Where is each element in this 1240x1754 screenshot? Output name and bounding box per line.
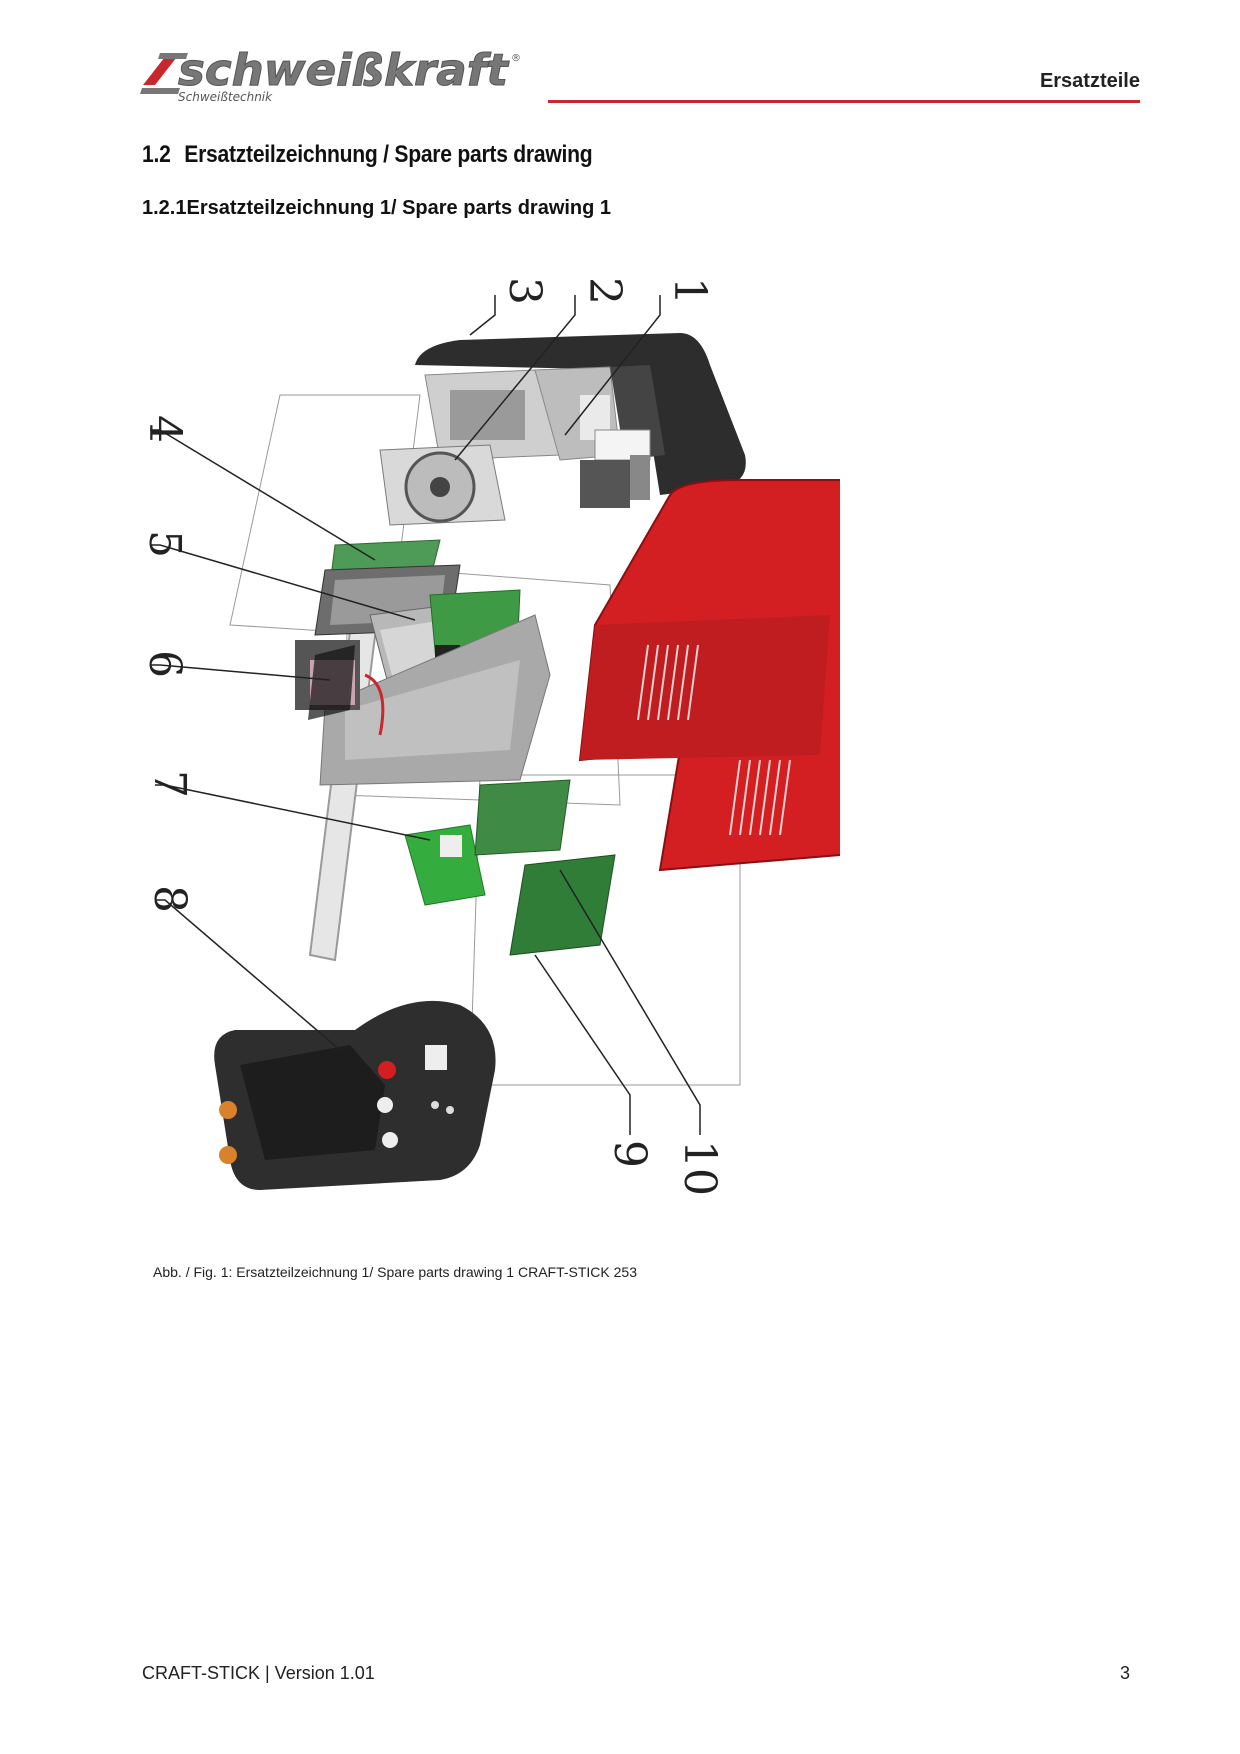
header-divider [548,100,1140,103]
transformer [295,640,385,736]
sub-heading: 1.2.1Ersatzteilzeichnung 1/ Spare parts … [142,197,611,220]
subheading-title: Ersatzteilzeichnung 1/ Spare parts drawi… [186,197,612,219]
callout-3: 3 [499,277,550,305]
section-title: Ersatzteile [1039,70,1140,92]
heading-number: 1.2 [142,141,171,168]
page-number: 3 [1119,1663,1130,1683]
callout-10: 10 [674,1140,725,1196]
leader-lines [150,295,701,1135]
spare-parts-drawing: 1 2 3 4 5 6 7 8 9 10 [139,255,982,1250]
callout-2: 2 [579,277,630,305]
heading-title: Ersatzteilzeichnung / Spare parts drawin… [184,141,593,168]
logo-registered-mark: ® [511,53,521,64]
callout-4: 4 [140,415,190,443]
front-panel [214,1000,496,1190]
callout-5: 5 [140,530,190,558]
brand-logo: schweißkraft ® Schweißtechnik [140,45,540,107]
logo-wordmark: schweißkraft [178,45,510,96]
front-boards [404,779,616,956]
subheading-number: 1.2.1 [142,197,187,219]
callout-9: 9 [604,1140,655,1168]
callout-8: 8 [144,885,195,913]
callout-1: 1 [664,277,715,305]
logo-subtext: Schweißtechnik [178,90,273,104]
red-cover [578,479,982,872]
callout-7: 7 [144,770,195,798]
heatsink-chassis [314,564,551,786]
figure-caption: Abb. / Fig. 1: Ersatzteilzeichnung 1/ Sp… [153,1264,637,1280]
power-switch [580,429,651,508]
cooling-fan [379,444,506,526]
page-heading: 1.2 Ersatzteilzeichnung / Spare parts dra… [142,141,593,169]
callout-6: 6 [140,650,190,678]
footer-doc-version: CRAFT-STICK | Version 1.01 [142,1663,375,1683]
logo-mark-icon [140,53,188,94]
